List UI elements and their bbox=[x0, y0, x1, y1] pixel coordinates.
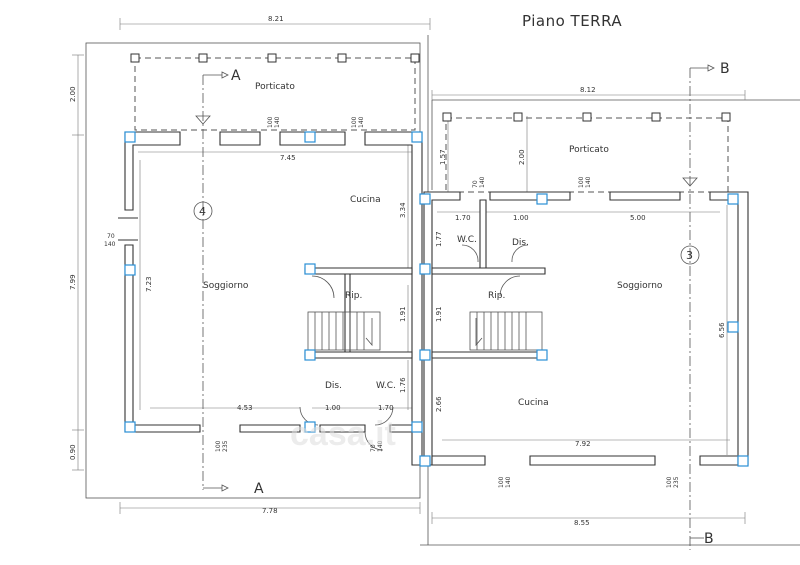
porticato-outline bbox=[134, 57, 729, 193]
dim-inner-height-left: 7.23 bbox=[145, 276, 153, 292]
dim-top-total-left: 8.21 bbox=[268, 15, 284, 23]
opening-width: 100 bbox=[578, 176, 585, 188]
dim-soggiorno-right-v: 6.56 bbox=[718, 322, 726, 338]
opening-width: 100 bbox=[351, 116, 358, 128]
opening-door-bottom-right: 100 235 bbox=[666, 476, 680, 488]
dim-wc-right-v: 1.77 bbox=[435, 231, 443, 247]
dim-bottom-offset-left: 0.90 bbox=[69, 444, 77, 460]
section-label-a-bottom: A bbox=[254, 481, 264, 497]
section-label-b-top: B bbox=[720, 61, 730, 77]
room-label-wc-left: W.C. bbox=[376, 381, 396, 391]
room-label-porticato-right: Porticato bbox=[569, 145, 609, 155]
dim-kitchen-left-v: 3.34 bbox=[399, 202, 407, 218]
opening-win-top-right-2: 100 140 bbox=[578, 176, 592, 188]
dim-dis-left: 1.00 bbox=[325, 404, 341, 412]
property-boundary bbox=[85, 35, 800, 546]
opening-door-bottom-left: 100 235 bbox=[215, 440, 229, 452]
opening-win-top-left-2: 100 140 bbox=[351, 116, 365, 128]
dim-inner-width-right: 7.92 bbox=[575, 440, 591, 448]
opening-height: 140 bbox=[479, 176, 486, 188]
dim-wc-left: 1.70 bbox=[378, 404, 394, 412]
dim-stair-right-v: 1.91 bbox=[435, 306, 443, 322]
opening-height: 140 bbox=[274, 116, 281, 128]
section-label-b-bottom: B bbox=[704, 531, 714, 547]
opening-win-bottom-right-1: 100 140 bbox=[498, 476, 512, 488]
dim-soggiorno-bottom-left: 4.53 bbox=[237, 404, 253, 412]
room-label-dis-left: Dis. bbox=[325, 381, 342, 391]
dim-overall-height-left: 7.99 bbox=[69, 274, 77, 290]
opening-width: 70 bbox=[370, 444, 377, 452]
unit-number-circle-left bbox=[193, 201, 213, 221]
left-stair bbox=[307, 311, 381, 351]
dim-portico-right-v2: 2.00 bbox=[518, 149, 526, 165]
unit-number-left: 4 bbox=[199, 205, 206, 218]
opening-width: 100 bbox=[267, 116, 274, 128]
opening-win-bottom-left-wc: 70 140 bbox=[370, 440, 384, 452]
opening-height: 140 bbox=[358, 116, 365, 128]
opening-width: 70 bbox=[107, 233, 115, 240]
section-axes bbox=[195, 64, 715, 550]
opening-height: 140 bbox=[104, 241, 116, 248]
room-label-soggiorno-left: Soggiorno bbox=[203, 281, 249, 291]
opening-win-side-left: 70 140 bbox=[104, 233, 116, 248]
opening-height: 140 bbox=[585, 176, 592, 188]
opening-win-top-left-1: 100 140 bbox=[267, 116, 281, 128]
room-label-dis-right: Dis. bbox=[512, 238, 529, 248]
opening-width: 100 bbox=[498, 476, 505, 488]
dim-wc-left-v: 1.76 bbox=[399, 377, 407, 393]
opening-width: 100 bbox=[666, 476, 673, 488]
dim-dis-right: 1.00 bbox=[513, 214, 529, 222]
room-label-wc-right: W.C. bbox=[457, 235, 477, 245]
watermark-logo: casa.it bbox=[290, 415, 396, 453]
room-label-porticato-left: Porticato bbox=[255, 82, 295, 92]
structural-columns bbox=[124, 131, 749, 467]
dim-bottom-total-left: 7.78 bbox=[262, 507, 278, 515]
dim-cucina-right-v: 2.66 bbox=[435, 396, 443, 412]
right-stair bbox=[469, 311, 543, 351]
door-swings bbox=[299, 244, 529, 451]
dim-porticato-depth-left: 2.00 bbox=[69, 86, 77, 102]
opening-win-top-right-1: 70 140 bbox=[472, 176, 486, 188]
porticato-pillars bbox=[130, 53, 731, 122]
opening-height: 235 bbox=[673, 476, 680, 488]
opening-height: 140 bbox=[505, 476, 512, 488]
unit-number-right: 3 bbox=[686, 249, 693, 262]
room-label-soggiorno-right: Soggiorno bbox=[617, 281, 663, 291]
dim-bottom-total-right: 8.55 bbox=[574, 519, 590, 527]
opening-width: 100 bbox=[215, 440, 222, 452]
dim-wc-right: 1.70 bbox=[455, 214, 471, 222]
dim-top-total-right: 8.12 bbox=[580, 86, 596, 94]
plan-title: Piano TERRA bbox=[522, 12, 622, 30]
section-label-a-top: A bbox=[231, 68, 241, 84]
opening-width: 70 bbox=[472, 180, 479, 188]
dim-portico-right-v1: 1.57 bbox=[439, 149, 447, 165]
opening-height: 235 bbox=[222, 440, 229, 452]
right-unit-walls bbox=[423, 191, 749, 466]
room-label-rip-right: Rip. bbox=[488, 291, 505, 301]
room-label-cucina-right: Cucina bbox=[518, 398, 549, 408]
dim-inner-width-left: 7.45 bbox=[280, 154, 296, 162]
opening-height: 140 bbox=[377, 440, 384, 452]
dim-soggiorno-right: 5.00 bbox=[630, 214, 646, 222]
dim-stair-left-v: 1.91 bbox=[399, 306, 407, 322]
room-label-cucina-left: Cucina bbox=[350, 195, 381, 205]
room-label-rip-left: Rip. bbox=[345, 291, 362, 301]
unit-number-circle-right bbox=[680, 245, 700, 265]
